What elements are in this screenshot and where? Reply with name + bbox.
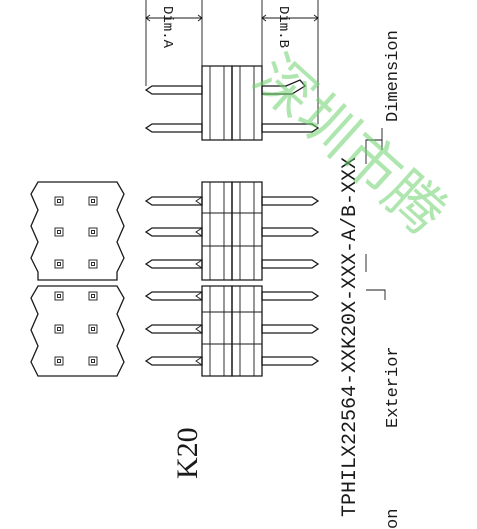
top-view-block-lower [30,285,125,377]
front-view [144,181,320,377]
part-label: K20 [171,427,204,479]
top-view-block-upper [30,181,125,281]
top-view [30,181,125,377]
bottom-partial-label: on [384,509,403,529]
part-number: TPHILX22564-XXK20X-XXX-A/B-XXX [339,157,362,517]
dim-a-label: Dim.A [159,6,175,49]
dim-b-label: Dim.B [275,6,291,48]
top-view-pins [54,196,98,366]
callout-lines [365,128,386,300]
front-view-housing [195,181,263,377]
exterior-label: Exterior [384,346,403,428]
dimension-lines [145,0,319,124]
dimension-label: Dimension [384,30,403,122]
side-view [144,65,320,141]
